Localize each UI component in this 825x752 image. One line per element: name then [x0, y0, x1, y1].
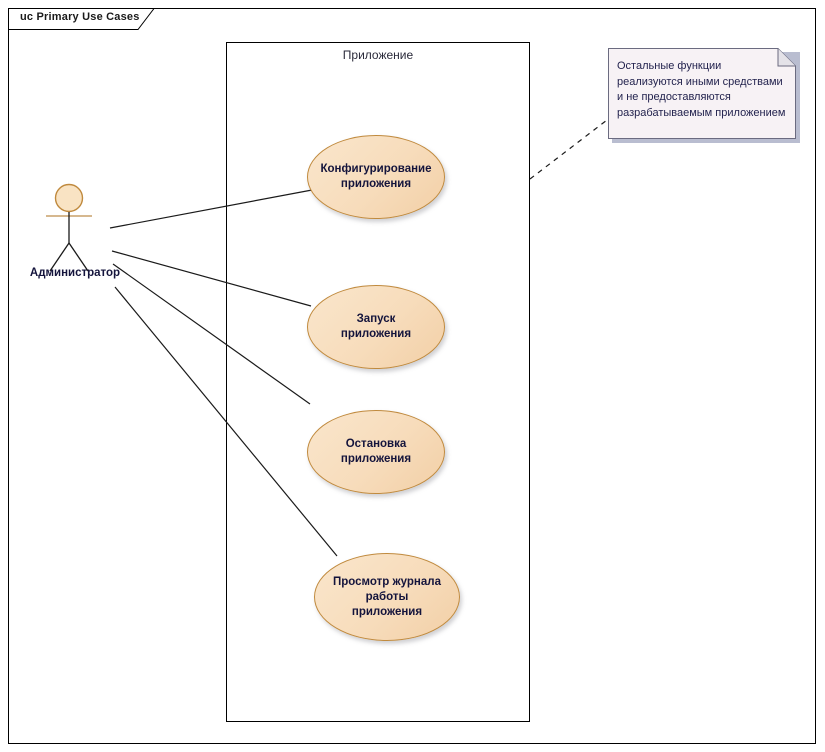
use-case-label: Запуск приложения [340, 313, 412, 340]
diagram-frame [8, 8, 816, 744]
use-case-start[interactable]: Запуск приложения [307, 285, 445, 369]
use-case-label: Конфигурирование приложения [320, 163, 432, 190]
note-shape-icon [608, 48, 796, 139]
use-case-configure[interactable]: Конфигурирование приложения [307, 135, 445, 219]
actor-administrator[interactable] [38, 182, 110, 277]
use-case-label: Остановка приложения [340, 438, 412, 465]
note-text: Остальные функции реализуются иными сред… [617, 60, 786, 119]
actor-label: Администратор [29, 267, 121, 279]
stick-figure-actor-icon [46, 183, 92, 272]
system-boundary-label: Приложение [342, 48, 414, 62]
diagram-title: uc Primary Use Cases [20, 11, 140, 23]
use-case-view-log[interactable]: Просмотр журнала работы приложения [314, 553, 460, 641]
use-case-label: Просмотр журнала работы приложения [333, 575, 441, 618]
diagram-title-tab [8, 8, 156, 30]
note-comment[interactable]: Остальные функции реализуются иными сред… [608, 48, 800, 143]
use-case-stop[interactable]: Остановка приложения [307, 410, 445, 494]
